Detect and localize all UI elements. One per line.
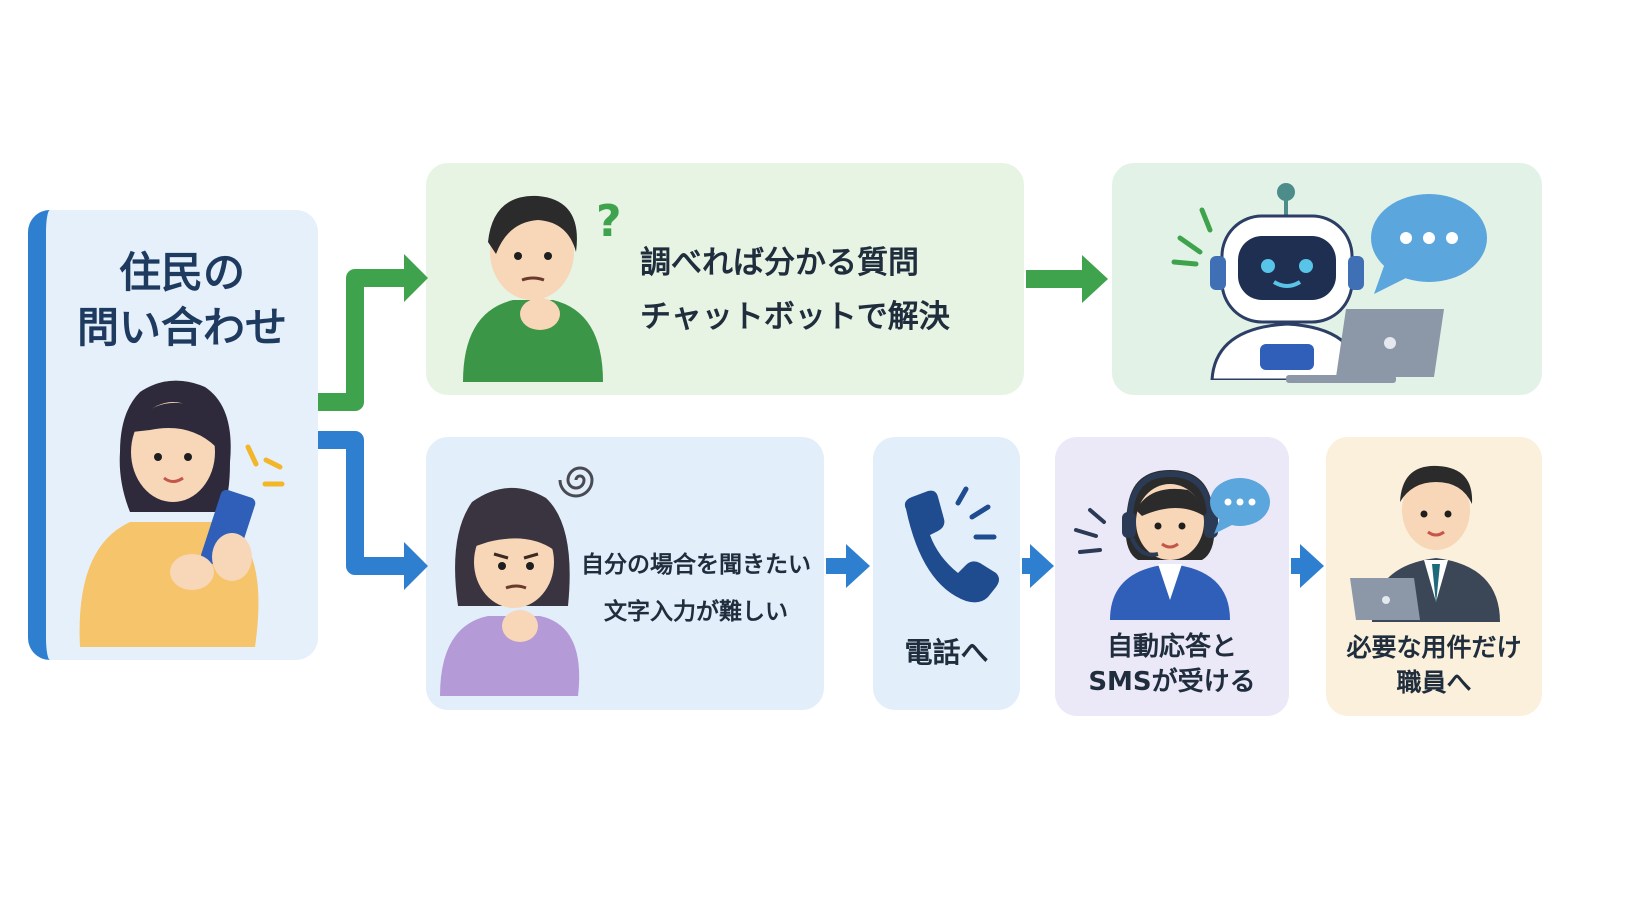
thinking-man-icon — [463, 195, 603, 382]
auto-response-label: 自動応答と SMSが受ける — [1055, 630, 1289, 700]
blue-branch-arrow — [318, 431, 428, 590]
operator-headset-icon — [1074, 470, 1270, 620]
start-title: 住民の 問い合わせ — [46, 246, 318, 355]
auto-response-line2: SMSが受ける — [1088, 667, 1256, 698]
auto-to-staff-arrow — [1291, 544, 1324, 588]
green-branch-arrow — [318, 254, 428, 411]
start-title-line1: 住民の — [118, 248, 245, 297]
phone-label: 電話へ — [904, 636, 989, 669]
staff-label: 必要な用件だけ 職員へ — [1326, 630, 1542, 700]
green-to-robot-arrow — [1026, 255, 1108, 303]
chatbot-text-line2: チャットボットで解決 — [640, 299, 950, 336]
reason-text-line2: 文字入力が難しい — [604, 599, 788, 626]
confused-woman-icon — [440, 487, 580, 696]
question-mark-icon: ? — [596, 196, 622, 247]
start-title-line2: 問い合わせ — [76, 302, 287, 352]
woman-phone-icon — [79, 380, 285, 647]
staff-line2: 職員へ — [1396, 668, 1472, 697]
reason-text-line1: 自分の場合を聞きたい — [581, 552, 811, 578]
laptop-icon — [1286, 309, 1444, 383]
phone-to-auto-arrow — [1022, 544, 1054, 588]
chatbot-text: 調べれば分かる質問 チャットボットで解決 — [640, 236, 1012, 345]
swirl-icon — [558, 466, 594, 498]
speech-bubble-icon — [1371, 194, 1487, 294]
chatbot-text-line1: 調べれば分かる質問 — [640, 245, 919, 281]
phone-handset-icon — [904, 486, 999, 603]
reason-to-phone-arrow — [826, 544, 870, 588]
reason-text: 自分の場合を聞きたい 文字入力が難しい — [574, 542, 818, 636]
operator-speech-bubble-icon — [1210, 478, 1270, 534]
auto-response-line1: 自動応答と — [1106, 632, 1237, 662]
staff-man-icon — [1350, 465, 1500, 622]
staff-laptop-icon — [1350, 578, 1420, 620]
staff-line1: 必要な用件だけ — [1346, 633, 1522, 662]
chatbot-robot-icon — [1171, 183, 1364, 380]
